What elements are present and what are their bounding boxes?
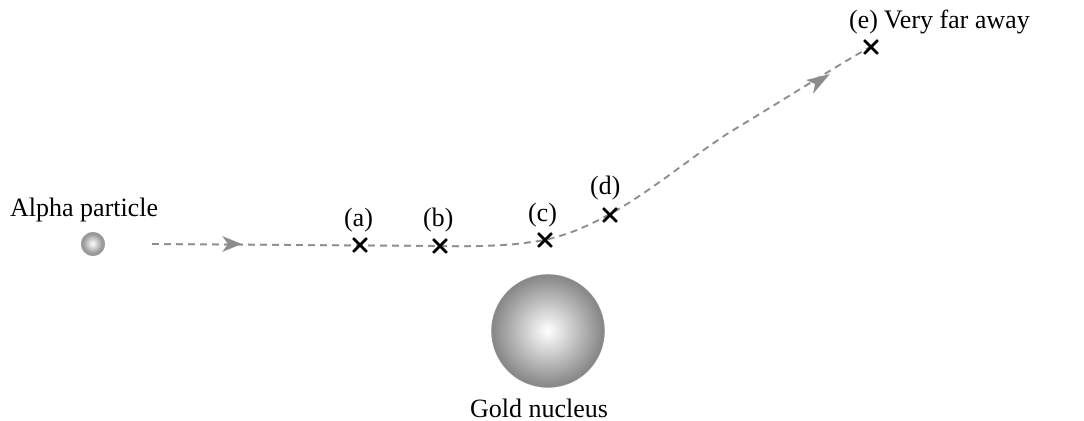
label-e: (e) Very far away <box>849 5 1030 34</box>
label-b: (b) <box>423 203 453 232</box>
label-c: (c) <box>528 198 557 227</box>
marker-a <box>354 239 366 251</box>
alpha-trajectory <box>152 47 870 246</box>
gold-nucleus-label: Gold nucleus <box>470 394 608 421</box>
alpha-particle-label: Alpha particle <box>10 193 158 222</box>
label-d: (d) <box>590 171 620 200</box>
label-a: (a) <box>344 203 373 232</box>
marker-e <box>865 41 877 53</box>
alpha-particle <box>82 233 104 255</box>
marker-d <box>604 209 616 221</box>
gold-nucleus <box>492 275 604 387</box>
